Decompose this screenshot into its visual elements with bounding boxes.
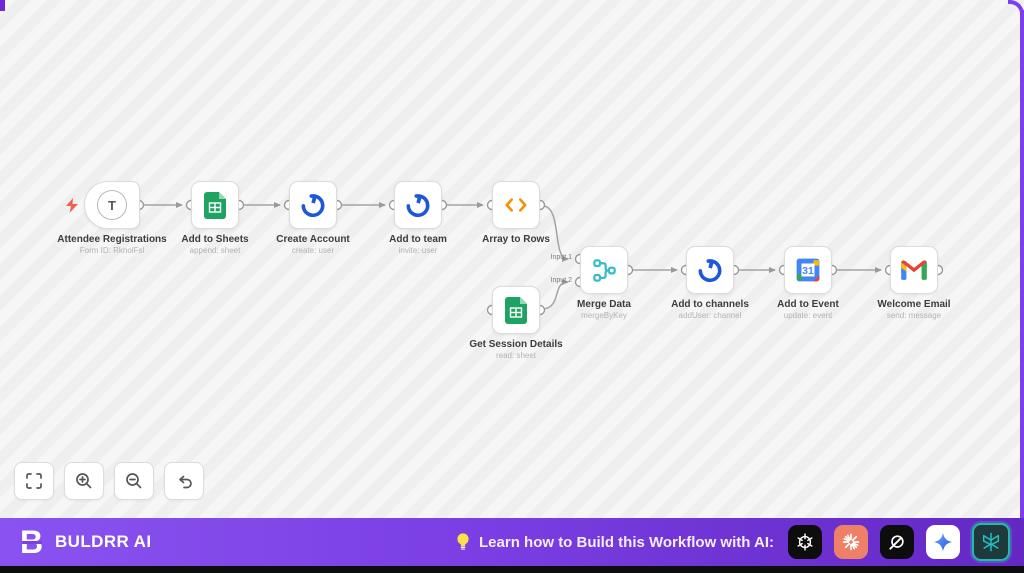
zoom-out-icon	[126, 473, 142, 489]
merge-input-2-label: Input 2	[550, 277, 572, 284]
mattermost-icon	[301, 194, 325, 218]
claude-icon[interactable]	[834, 525, 868, 559]
node-subtitle: append: sheet	[189, 246, 241, 255]
google-calendar-icon: 31	[796, 258, 820, 282]
brand-name: BULDRR AI	[55, 532, 152, 551]
ai-links	[788, 523, 1010, 561]
fit-view-icon	[26, 473, 42, 489]
canvas-controls	[14, 462, 204, 500]
perplexity-icon[interactable]	[972, 523, 1010, 561]
node-title: Add to team	[389, 234, 447, 245]
svg-text:31: 31	[802, 266, 814, 277]
node-title: Merge Data	[577, 299, 631, 310]
mattermost-icon	[698, 259, 722, 283]
node-title: Add to Sheets	[181, 234, 249, 245]
form-trigger-icon: T	[97, 190, 127, 220]
edge-session-merge	[543, 279, 569, 310]
chatgpt-icon[interactable]	[788, 525, 822, 559]
trigger-bolt-icon	[66, 198, 78, 213]
node-subtitle: read: sheet	[495, 351, 537, 360]
zoom-out-button[interactable]	[114, 462, 154, 500]
node-title: Get Session Details	[469, 339, 563, 350]
trigger-letter: T	[108, 197, 116, 213]
edge-array-merge	[543, 205, 569, 262]
node-subtitle: invite: user	[398, 246, 438, 255]
node-subtitle: send: message	[886, 311, 942, 320]
window-frame-corner	[1008, 0, 1024, 22]
window-frame-right	[1020, 10, 1024, 518]
tip: Learn how to Build this Workflow with AI…	[455, 532, 774, 552]
node-subtitle: update: event	[783, 311, 833, 320]
node-title: Create Account	[276, 234, 350, 245]
mattermost-icon	[406, 194, 430, 218]
merge-icon	[592, 258, 616, 282]
lightbulb-icon	[457, 533, 469, 550]
footer-bar: B BULDRR AI Learn how to Build this Work…	[0, 518, 1024, 566]
zoom-in-icon	[76, 473, 92, 489]
gmail-icon	[901, 259, 927, 280]
node-subtitle: mergeByKey	[581, 311, 627, 320]
tip-text: Learn how to Build this Workflow with AI…	[479, 533, 774, 551]
google-sheets-icon	[505, 296, 527, 324]
merge-input-1-label: Input 1	[550, 254, 572, 261]
node-subtitle: create: user	[291, 246, 335, 255]
node-title: Attendee Registrations	[57, 234, 167, 245]
node-title: Array to Rows	[482, 234, 550, 245]
gemini-icon[interactable]	[926, 525, 960, 559]
google-sheets-icon	[204, 191, 226, 219]
window-bottom-edge	[0, 566, 1024, 573]
node-title: Add to Event	[777, 299, 839, 310]
undo-button[interactable]	[164, 462, 204, 500]
buldrr-logo-icon: B	[20, 526, 46, 558]
code-brackets-icon	[505, 198, 527, 212]
window-frame-fragment	[0, 0, 5, 11]
node-title: Add to channels	[671, 299, 749, 310]
node-title: Welcome Email	[877, 299, 951, 310]
zoom-in-button[interactable]	[64, 462, 104, 500]
brand[interactable]: B BULDRR AI	[20, 526, 152, 558]
undo-icon	[179, 475, 192, 489]
fit-view-button[interactable]	[14, 462, 54, 500]
grok-icon[interactable]	[880, 525, 914, 559]
node-subtitle: Form ID: RknolFsl	[79, 246, 145, 255]
node-subtitle: addUser: channel	[678, 311, 742, 320]
